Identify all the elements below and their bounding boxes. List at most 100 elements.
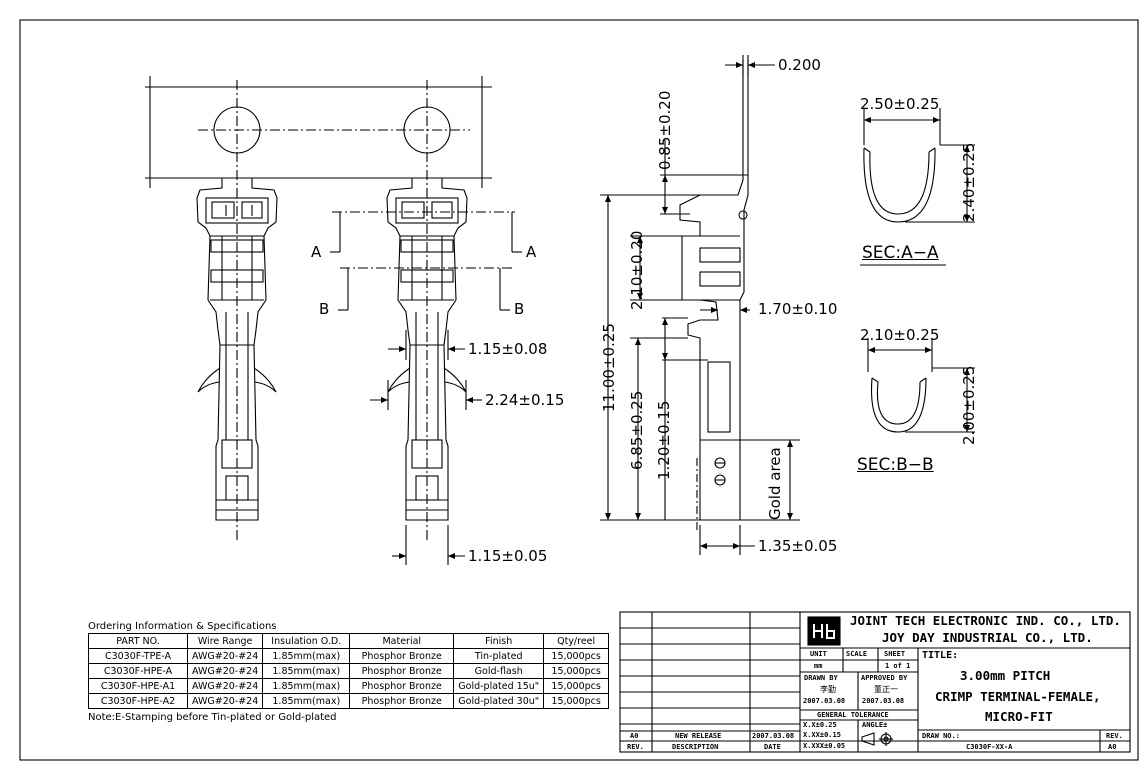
column-header: Finish <box>453 633 545 649</box>
rev-column-header: REV. <box>627 743 644 751</box>
approved-by-label: APPROVED BY <box>861 674 908 682</box>
column-header: PART NO. <box>88 633 188 649</box>
draw-no-label: DRAW NO.: <box>922 732 960 740</box>
table-cell: Gold-flash <box>453 663 545 679</box>
section-b-b-title: SEC:B−B <box>857 455 934 475</box>
dim-window-width-label: 1.70±0.10 <box>758 300 838 318</box>
title-block-grid <box>619 611 1131 753</box>
tolerance-2: X.XX±0.15 <box>803 731 841 739</box>
section-a-left-label: A <box>311 243 322 261</box>
table-cell: C3030F-HPE-A <box>88 663 188 679</box>
section-b-left-label: B <box>319 300 330 318</box>
date-column-header: DATE <box>764 743 781 751</box>
column-header: Qty/reel <box>543 633 610 649</box>
sheet-label: SHEET <box>884 650 906 658</box>
dim-base-width-label: 1.35±0.05 <box>758 537 838 555</box>
general-tolerance-label: GENERAL TOLERANCE <box>817 711 889 719</box>
dim-insul-width-label: 1.15±0.08 <box>468 340 548 358</box>
unit-value: mm <box>814 662 823 670</box>
section-cut-lines <box>330 211 522 311</box>
tolerance-3: X.XXX±0.05 <box>803 742 846 750</box>
table-cell: C3030F-TPE-A <box>88 648 188 664</box>
table-cell: AWG#20-#24 <box>186 663 264 679</box>
sheet-value: 1 of 1 <box>885 662 911 670</box>
side-view-dimensions <box>600 55 800 555</box>
title-label: TITLE: <box>922 650 959 661</box>
section-a-right-label: A <box>526 243 537 261</box>
dim-total-length-label: 11.00±0.25 <box>600 323 618 412</box>
dim-tab-height-label: 0.85±0.20 <box>656 90 674 170</box>
table-cell: AWG#20-#24 <box>186 678 264 694</box>
ordering-caption: Ordering Information & Specifications <box>88 621 277 632</box>
table-cell: Tin-plated <box>453 648 545 664</box>
dim-insul-open-label: 2.24±0.15 <box>485 391 565 409</box>
revision-entry-date: 2007.03.08 <box>752 732 795 740</box>
drawn-by-name: 李勤 <box>820 685 836 694</box>
approved-by-name: 董正一 <box>874 685 898 694</box>
column-header: Insulation O.D. <box>262 633 351 649</box>
gold-area-label: Gold area <box>766 447 784 520</box>
table-cell: AWG#20-#24 <box>186 648 264 664</box>
terminal-side-view <box>679 60 749 530</box>
dim-tip-width <box>392 525 465 565</box>
table-cell: 1.85mm(max) <box>262 693 351 709</box>
section-b-right-label: B <box>514 300 525 318</box>
dim-insul-width <box>388 330 465 360</box>
dim-thickness-label: 0.200 <box>778 56 821 74</box>
title-line-2: CRIMP TERMINAL-FEMALE, <box>935 689 1101 704</box>
table-cell: Gold-plated 30u" <box>453 693 545 709</box>
tolerance-1: X.X±0.25 <box>803 721 837 729</box>
table-cell: 15,000pcs <box>543 693 610 709</box>
table-cell: 15,000pcs <box>543 663 610 679</box>
table-cell: 15,000pcs <box>543 678 610 694</box>
description-column-header: DESCRIPTION <box>672 743 719 751</box>
dim-sec-b-height-label: 2.00±0.25 <box>960 365 978 445</box>
section-a-a <box>860 108 975 266</box>
revision-entry-rev: A0 <box>630 732 639 740</box>
table-row: C3030F-TPE-A AWG#20-#24 1.85mm(max) Phos… <box>88 648 610 664</box>
table-cell: Phosphor Bronze <box>349 693 455 709</box>
section-b-b <box>867 338 975 433</box>
dim-sec-a-height-label: 2.40±0.25 <box>960 142 978 222</box>
table-row: C3030F-HPE-A AWG#20-#24 1.85mm(max) Phos… <box>88 663 610 679</box>
sheet-border <box>19 19 1139 761</box>
dim-crimp-length-label: 6.85±0.25 <box>628 390 646 470</box>
title-line-1: 3.00mm PITCH <box>960 668 1051 683</box>
dim-contact-length-label: 1.20±0.15 <box>655 400 673 480</box>
table-row: C3030F-HPE-A1 AWG#20-#24 1.85mm(max) Pho… <box>88 678 610 694</box>
projection-symbol-icon <box>861 732 893 746</box>
ordering-note: Note:E-Stamping before Tin-plated or Gol… <box>88 712 337 723</box>
dim-tip-width-label: 1.15±0.05 <box>468 547 548 565</box>
terminal-left <box>196 178 278 521</box>
drawn-by-label: DRAWN BY <box>804 674 838 682</box>
table-cell: 1.85mm(max) <box>262 678 351 694</box>
rev-value: A0 <box>1108 743 1117 751</box>
table-row: C3030F-HPE-A2 AWG#20-#24 1.85mm(max) Pho… <box>88 693 610 709</box>
section-a-a-title: SEC:A−A <box>862 243 939 263</box>
rev-label: REV. <box>1106 732 1123 740</box>
scale-label: SCALE <box>846 650 868 658</box>
terminal-right <box>386 178 468 521</box>
table-cell: 1.85mm(max) <box>262 648 351 664</box>
dim-insul-open <box>370 380 482 410</box>
carrier-strip <box>145 76 492 540</box>
dim-sec-a-width-label: 2.50±0.25 <box>860 95 940 113</box>
company-name-secondary: JOY DAY INDUSTRIAL CO., LTD. <box>882 630 1093 645</box>
revision-entry-desc: NEW RELEASE <box>675 732 722 740</box>
table-cell: Gold-plated 15u" <box>453 678 545 694</box>
table-cell: Phosphor Bronze <box>349 678 455 694</box>
table-cell: Phosphor Bronze <box>349 648 455 664</box>
company-logo <box>807 616 841 646</box>
ordering-table: PART NO. Wire Range Insulation O.D. Mate… <box>88 633 610 709</box>
dim-sec-b-width-label: 2.10±0.25 <box>860 326 940 344</box>
table-cell: AWG#20-#24 <box>186 693 264 709</box>
table-cell: C3030F-HPE-A1 <box>88 678 188 694</box>
draw-no-value: C3030F-XX-A <box>966 743 1013 751</box>
title-line-3: MICRO-FIT <box>985 709 1053 724</box>
angle-label: ANGLE± <box>862 721 888 729</box>
table-cell: 1.85mm(max) <box>262 663 351 679</box>
column-header: Material <box>349 633 455 649</box>
dim-window-height-label: 2.10±0.20 <box>628 230 646 310</box>
